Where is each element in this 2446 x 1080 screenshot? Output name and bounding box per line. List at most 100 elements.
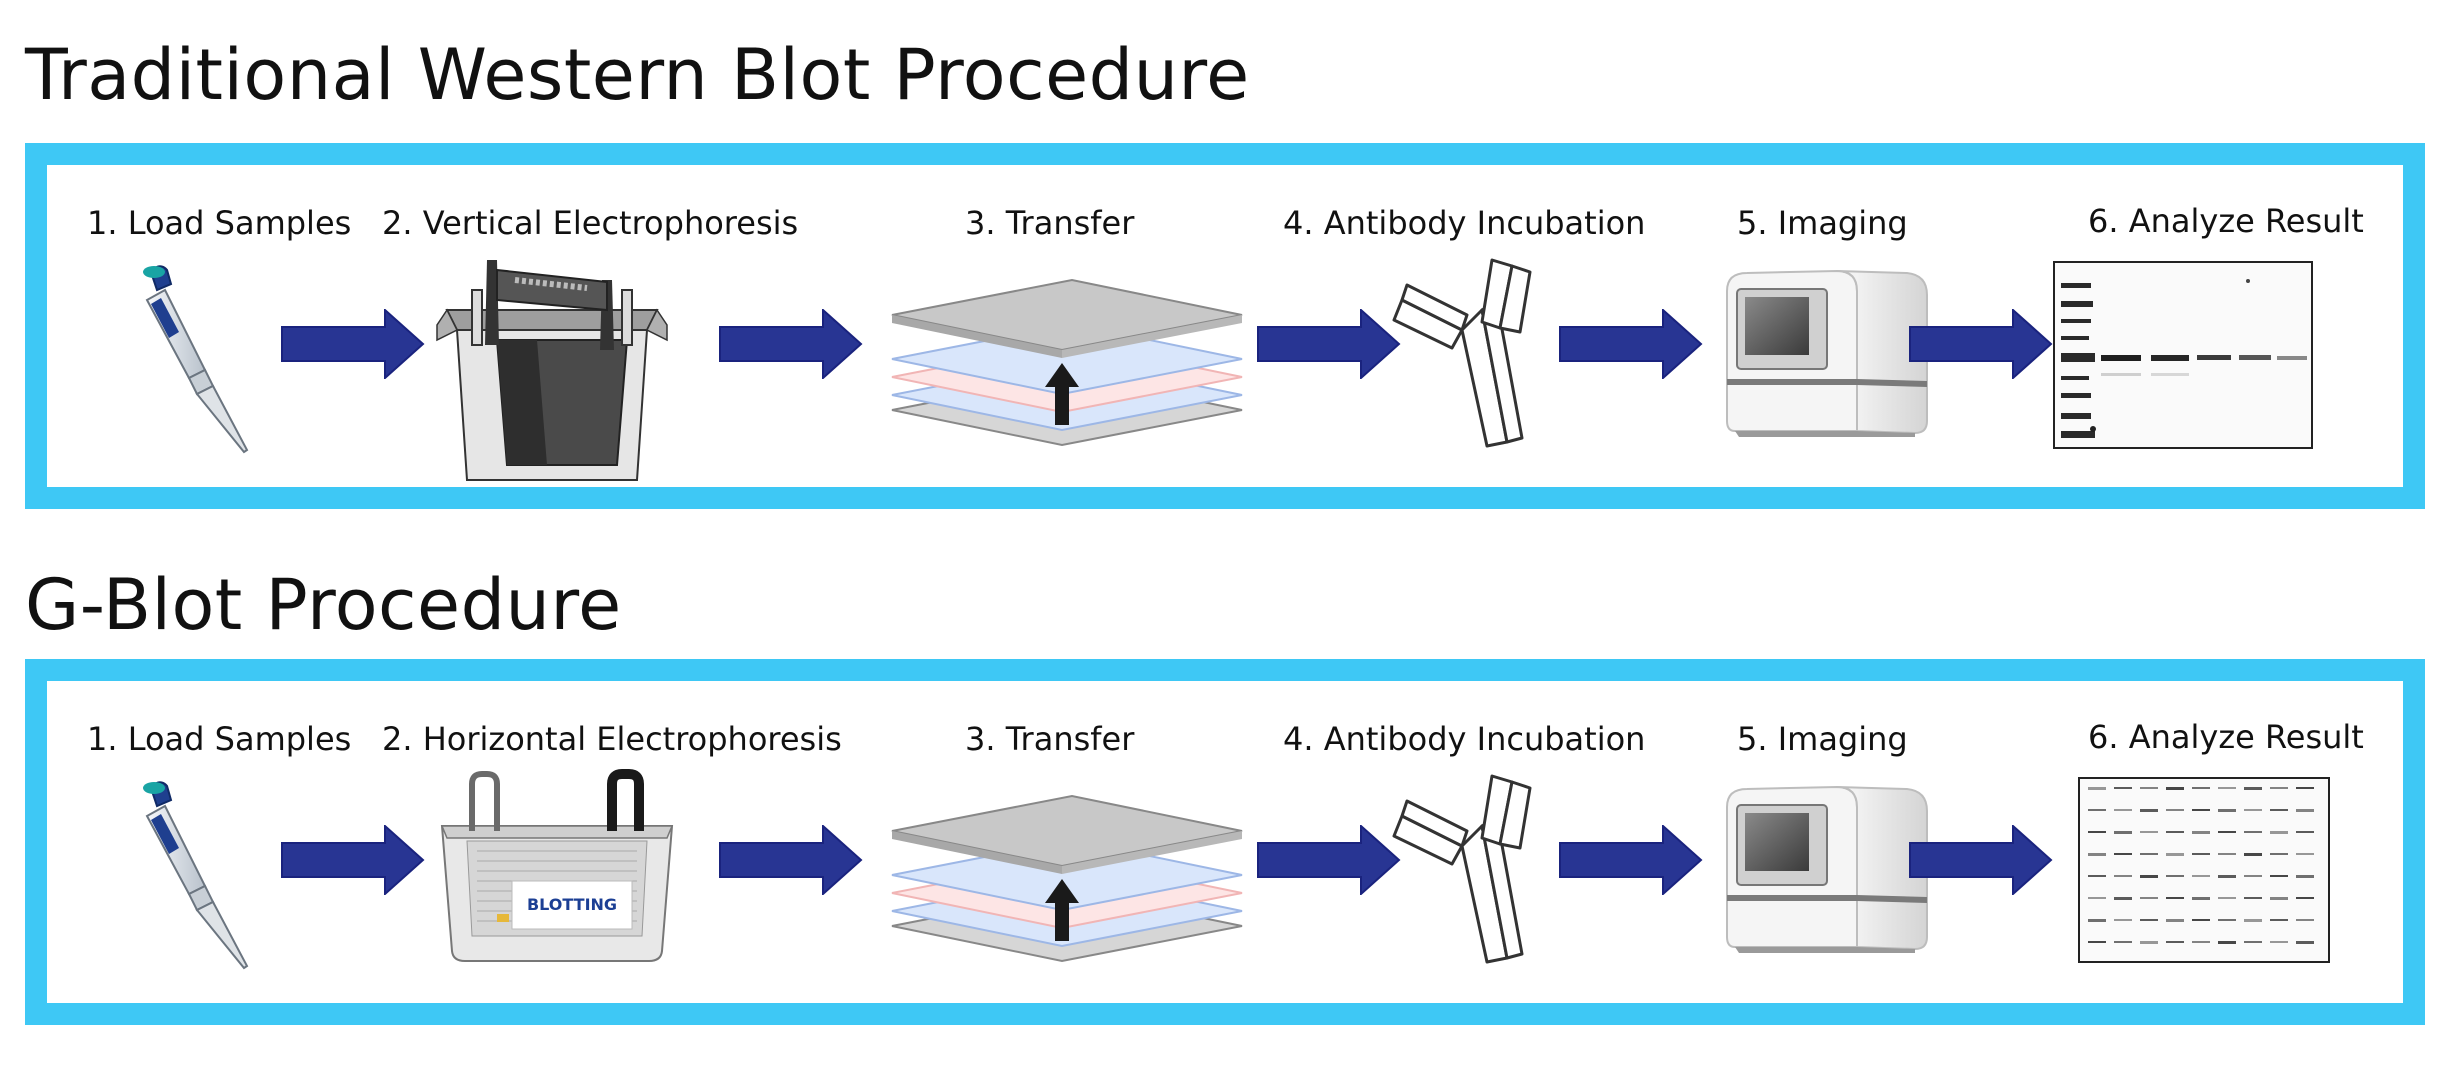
blot-band	[2270, 853, 2288, 855]
blot-band	[2192, 919, 2210, 921]
blot-band	[2244, 809, 2262, 811]
blot-band	[2244, 787, 2262, 790]
right-arrow-icon	[719, 825, 863, 895]
blot-band	[2244, 875, 2262, 877]
right-arrow-icon	[281, 825, 425, 895]
blot-band	[2114, 809, 2132, 811]
right-arrow-icon	[1257, 309, 1401, 379]
right-arrow-icon	[1909, 825, 2053, 895]
right-arrow-icon	[1559, 825, 1703, 895]
blot-band	[2296, 875, 2314, 878]
blot-band	[2088, 853, 2106, 856]
traditional-procedure-panel: 1. Load Samples 2. Vertical Electrophore…	[25, 143, 2425, 509]
blot-band	[2166, 897, 2184, 899]
section-title-traditional: Traditional Western Blot Procedure	[25, 34, 1250, 116]
blot-band	[2296, 919, 2314, 921]
step-label-analyze-result: 6. Analyze Result	[2088, 202, 2364, 240]
imager-icon	[1726, 269, 1928, 437]
blot-band	[2166, 809, 2184, 811]
step-label-imaging: 5. Imaging	[1737, 204, 1908, 242]
blot-band	[2114, 941, 2132, 943]
blot-band	[2192, 831, 2210, 834]
transfer-stack-icon	[891, 278, 1243, 447]
blot-band	[2140, 809, 2158, 812]
blot-band	[2296, 787, 2314, 789]
blot-band	[2244, 853, 2262, 856]
blot-band	[2166, 941, 2184, 943]
tank-brand-logo: BLOTTING	[527, 895, 617, 914]
blot-band	[2270, 875, 2288, 877]
blot-band	[2140, 941, 2158, 944]
step-label-antibody-incubation: 4. Antibody Incubation	[1283, 720, 1646, 758]
blot-band	[2140, 853, 2158, 855]
blot-band	[2296, 831, 2314, 833]
blot-band	[2114, 897, 2132, 900]
blot-band	[2088, 809, 2106, 811]
blot-band	[2088, 875, 2106, 877]
blot-band	[2270, 831, 2288, 834]
pipette-icon	[143, 781, 249, 970]
blot-band	[2296, 897, 2314, 899]
blot-band	[2296, 809, 2314, 812]
right-arrow-icon	[1909, 309, 2053, 379]
blot-band	[2088, 831, 2106, 833]
electrophoresis-tank-icon: BLOTTING	[440, 769, 674, 962]
step-label-vertical-electrophoresis: 2. Vertical Electrophoresis	[382, 204, 799, 242]
blot-band	[2218, 831, 2236, 833]
blot-band	[2192, 787, 2210, 789]
blot-band	[2270, 941, 2288, 943]
step-label-imaging: 5. Imaging	[1737, 720, 1908, 758]
blot-band	[2296, 941, 2314, 944]
blot-band	[2296, 853, 2314, 855]
right-arrow-icon	[281, 309, 425, 379]
blot-band	[2114, 787, 2132, 789]
antibody-icon	[1392, 774, 1532, 964]
blot-band	[2244, 831, 2262, 833]
antibody-icon	[1392, 258, 1532, 448]
imager-icon	[1726, 785, 1928, 953]
blot-band	[2140, 897, 2158, 899]
blot-band	[2270, 809, 2288, 811]
blot-band	[2088, 941, 2106, 943]
blot-band	[2114, 853, 2132, 855]
blot-band	[2140, 787, 2158, 789]
step-label-antibody-incubation: 4. Antibody Incubation	[1283, 204, 1646, 242]
blot-band	[2114, 831, 2132, 834]
blot-band	[2166, 853, 2184, 856]
blot-band	[2218, 897, 2236, 899]
blot-band	[2192, 809, 2210, 811]
blot-result-icon	[2078, 777, 2330, 963]
blot-band	[2192, 875, 2210, 877]
blot-band	[2218, 809, 2236, 812]
step-label-analyze-result: 6. Analyze Result	[2088, 718, 2364, 756]
blot-band	[2270, 897, 2288, 900]
blot-band	[2166, 919, 2184, 922]
blot-band	[2140, 919, 2158, 921]
section-title-gblot: G-Blot Procedure	[25, 564, 622, 646]
blot-band	[2192, 853, 2210, 855]
blot-band	[2114, 919, 2132, 921]
blot-band	[2218, 875, 2236, 878]
gblot-procedure-panel: 1. Load Samples 2. Horizontal Electropho…	[25, 659, 2425, 1025]
blot-band	[2166, 787, 2184, 790]
blot-band	[2088, 787, 2106, 790]
blot-band	[2088, 919, 2106, 922]
blot-result-icon	[2053, 261, 2313, 449]
right-arrow-icon	[719, 309, 863, 379]
step-label-load-samples: 1. Load Samples	[87, 204, 352, 242]
blot-band	[2192, 941, 2210, 943]
step-label-horizontal-electrophoresis: 2. Horizontal Electrophoresis	[382, 720, 842, 758]
blot-band	[2218, 787, 2236, 789]
blot-band	[2270, 919, 2288, 921]
blot-band	[2244, 919, 2262, 922]
blot-band	[2218, 941, 2236, 944]
blot-band	[2140, 831, 2158, 833]
blot-band	[2218, 919, 2236, 921]
blot-band	[2166, 875, 2184, 877]
blot-band	[2270, 787, 2288, 789]
transfer-stack-icon	[891, 794, 1243, 963]
blot-band	[2166, 831, 2184, 833]
pipette-icon	[143, 265, 249, 454]
step-label-load-samples: 1. Load Samples	[87, 720, 352, 758]
blot-band	[2114, 875, 2132, 877]
